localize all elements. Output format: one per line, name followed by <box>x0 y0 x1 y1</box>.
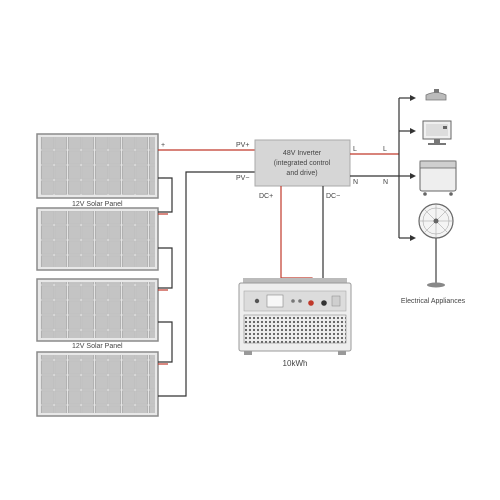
panel-label-top: 12V Solar Panel <box>72 201 123 208</box>
fan-icon <box>418 203 454 288</box>
inverter: 48V Inverter (integrated control and dri… <box>254 139 351 187</box>
solar-panel-1 <box>36 133 159 199</box>
appliances-label: Electrical Appliances <box>401 298 466 305</box>
battery-label: 10kWh <box>283 359 308 368</box>
panel-label-bottom: 12V Solar Panel <box>72 343 123 350</box>
inverter-subtitle-1: (integrated control <box>274 160 331 167</box>
pv-plus-label: PV+ <box>236 142 249 149</box>
computer-icon <box>422 120 452 145</box>
inverter-l-label: L <box>353 146 357 153</box>
ac-arrows <box>410 95 416 241</box>
pv-minus-label: PV− <box>236 175 249 182</box>
inverter-title: 48V Inverter <box>283 150 322 157</box>
inverter-subtitle-2: and drive) <box>286 170 317 177</box>
output-l-label: L <box>383 146 387 153</box>
battery <box>238 278 352 355</box>
series-wiring <box>158 177 173 365</box>
freezer-icon <box>419 160 457 196</box>
panel-1-plus: + <box>161 142 165 149</box>
solar-panel-4 <box>36 351 159 417</box>
ac-wiring <box>350 97 412 239</box>
dc-minus-label: DC− <box>326 193 340 200</box>
dc-plus-label: DC+ <box>259 193 273 200</box>
solar-panel-2 <box>36 207 159 271</box>
solar-panel-3 <box>36 278 159 342</box>
inverter-n-label: N <box>353 179 358 186</box>
output-n-label: N <box>383 179 388 186</box>
pv-negative-wire <box>158 171 255 397</box>
lamp-icon <box>425 89 447 101</box>
